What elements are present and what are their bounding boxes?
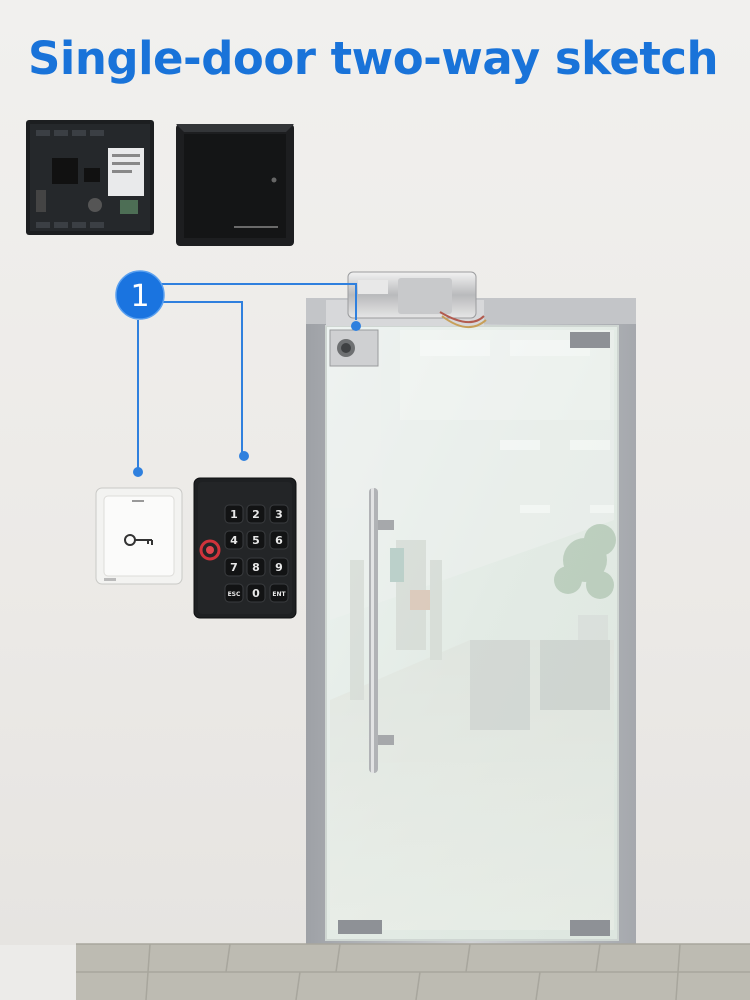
keypad-key-label: 5: [252, 534, 260, 547]
keypad-key-label: 1: [230, 508, 238, 521]
keypad-key: [224, 504, 244, 524]
marker-number: 1: [130, 279, 149, 314]
access-controller-board: [26, 120, 154, 235]
keypad-key: [269, 504, 289, 524]
keypad-key-label: ENT: [272, 591, 286, 598]
marker-1: 1: [115, 270, 165, 320]
keypad-key-label: 7: [230, 561, 238, 574]
keypad-key: [224, 530, 244, 550]
keypad-key-label: 3: [275, 508, 283, 521]
glass-door: [306, 298, 636, 946]
access-controller-box: [176, 124, 294, 246]
wire-node-lock: [351, 321, 361, 331]
keypad-key: [246, 557, 266, 577]
page-title: Single-door two-way sketch: [28, 32, 719, 85]
keypad-key-label: ESC: [228, 591, 241, 598]
keypad-key-label: 0: [252, 587, 260, 600]
keypad-key-label: 8: [252, 561, 260, 574]
electric-bolt-lock: [326, 271, 487, 367]
floor-tiles: [76, 943, 750, 1000]
keypad-key-label: 4: [230, 534, 238, 547]
keypad-key: [246, 530, 266, 550]
keypad-key: [224, 557, 244, 577]
wire-node-exit-button: [133, 467, 143, 477]
key-icon: [124, 534, 153, 546]
keypad-key: [246, 504, 266, 524]
keypad-key: [246, 583, 266, 603]
wire-node-keypad: [239, 451, 249, 461]
rfid-icon: [199, 539, 221, 561]
keypad-key: [269, 583, 289, 603]
wiring-lines: [137, 283, 357, 470]
keypad-key: [269, 557, 289, 577]
keypad-key: [269, 530, 289, 550]
keypad-key-label: 9: [275, 561, 283, 574]
keypad-key: [224, 583, 244, 603]
keypad-key-label: 6: [275, 534, 283, 547]
keypad-key-label: 2: [252, 508, 260, 521]
exit-button: [95, 487, 183, 585]
